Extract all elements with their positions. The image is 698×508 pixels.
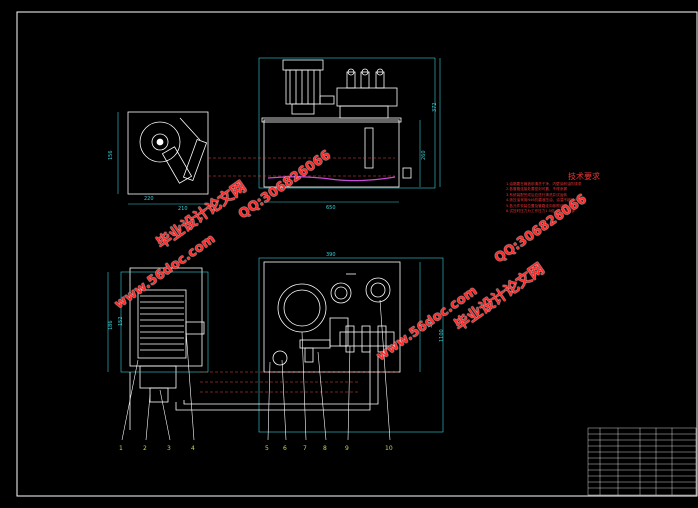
dim-right-height2: 372 bbox=[432, 102, 438, 112]
dim-plan-right-b: 1100 bbox=[439, 329, 445, 342]
dim-right-height: 260 bbox=[421, 150, 427, 160]
plan-view-hidden bbox=[200, 371, 400, 393]
technical-note-line: 4.液压油采用N46抗磨液压油，油温不超过60℃ bbox=[506, 198, 583, 203]
part-number: 2 bbox=[143, 445, 147, 452]
part-number: 1 bbox=[119, 445, 123, 452]
dim-plan-top: 390 bbox=[326, 252, 336, 258]
dim-plan-right-a: 390 bbox=[428, 318, 434, 328]
part-number: 7 bbox=[303, 445, 307, 452]
technical-notes: 技术要求 1.油箱要在铸造前清洗干净，内壁涂耐油防锈漆 2.各管路连接处要密封可… bbox=[506, 171, 656, 214]
plan-view-dimensions bbox=[107, 257, 444, 433]
technical-note-line: 3.系统装配完成后应进行清洗并试运转 bbox=[506, 192, 567, 197]
part-number: 6 bbox=[283, 445, 287, 452]
title-block-grid bbox=[587, 427, 697, 496]
front-view bbox=[127, 59, 412, 195]
dim-tank-width: 650 bbox=[326, 205, 336, 211]
dim-left-width-b: 210 bbox=[178, 206, 188, 212]
technical-note-line: 2.各管路连接处要密封可靠，不得渗漏 bbox=[506, 187, 567, 192]
dim-left-height: 156 bbox=[108, 150, 114, 160]
technical-note-line: 6.试压时压力为工作压力1.5倍，保压5分钟 bbox=[506, 209, 575, 214]
outer-frame bbox=[16, 11, 698, 497]
leader-lines bbox=[121, 299, 391, 441]
plan-view bbox=[129, 261, 401, 403]
technical-note-line: 1.油箱要在铸造前清洗干净，内壁涂耐油防锈漆 bbox=[506, 182, 582, 186]
dim-plan-height-a: 186 bbox=[108, 320, 114, 330]
oil-level-line bbox=[267, 176, 396, 182]
front-view-dimensions bbox=[117, 57, 441, 205]
dim-plan-height-b: 152 bbox=[118, 316, 124, 326]
part-number-labels: 1 2 3 4 5 6 7 8 9 10 bbox=[119, 445, 393, 452]
pipe-lines bbox=[129, 350, 379, 430]
part-number: 3 bbox=[167, 445, 171, 452]
technical-note-line: 5.各元件安装位置及管路走向参照总图 bbox=[506, 203, 567, 208]
dim-left-width-a: 220 bbox=[144, 196, 154, 202]
technical-notes-title: 技术要求 bbox=[568, 172, 600, 181]
front-view-hidden bbox=[208, 157, 395, 177]
dimension-texts: 156 220 210 650 260 372 390 186 152 390 … bbox=[108, 102, 445, 342]
part-number: 9 bbox=[345, 445, 349, 452]
part-number: 10 bbox=[385, 445, 393, 452]
part-number: 8 bbox=[323, 445, 327, 452]
part-number: 5 bbox=[265, 445, 269, 452]
part-number: 4 bbox=[191, 445, 195, 452]
